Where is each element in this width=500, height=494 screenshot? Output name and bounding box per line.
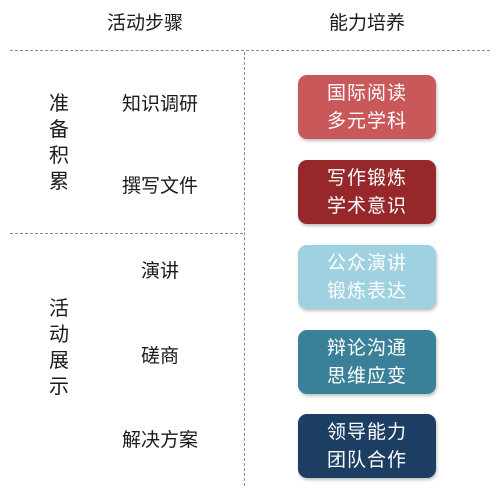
phase-char: 活 [49, 296, 69, 320]
phase-char: 积 [49, 143, 69, 167]
ability-box-speaking: 公众演讲 锻炼表达 [298, 245, 436, 309]
column-divider [244, 52, 245, 486]
ability-line: 领导能力 [326, 421, 407, 443]
ability-box-leadership: 领导能力 团队合作 [298, 414, 436, 478]
step-negotiation: 磋商 [140, 345, 179, 367]
phase-label-preparation: 准 备 积 累 [44, 90, 74, 194]
step-writing: 撰写文件 [121, 175, 198, 197]
ability-line: 多元学科 [326, 110, 407, 132]
phase-char: 累 [49, 169, 69, 193]
phase-char: 示 [49, 374, 69, 398]
ability-line: 锻炼表达 [326, 280, 407, 302]
ability-box-debate: 辩论沟通 思维应变 [298, 330, 436, 394]
phase-char: 备 [49, 117, 69, 141]
ability-line: 国际阅读 [326, 82, 407, 104]
step-research: 知识调研 [121, 93, 198, 115]
ability-line: 写作锻炼 [326, 167, 407, 189]
header-divider [10, 50, 490, 51]
ability-box-writing: 写作锻炼 学术意识 [298, 160, 436, 224]
ability-line: 辩论沟通 [326, 337, 407, 359]
ability-line: 学术意识 [326, 195, 407, 217]
ability-line: 思维应变 [326, 365, 407, 387]
ability-box-reading: 国际阅读 多元学科 [298, 75, 436, 139]
ability-line: 公众演讲 [326, 252, 407, 274]
ability-line: 团队合作 [326, 449, 407, 471]
step-solution: 解决方案 [121, 429, 198, 451]
abilities-header: 能力培养 [328, 12, 405, 34]
steps-header: 活动步骤 [106, 12, 183, 34]
phase-char: 动 [49, 322, 69, 346]
step-speech: 演讲 [140, 260, 179, 282]
phase-char: 展 [49, 348, 69, 372]
phase-label-activity: 活 动 展 示 [44, 295, 74, 399]
phase-divider [10, 233, 243, 234]
phase-char: 准 [49, 91, 69, 115]
